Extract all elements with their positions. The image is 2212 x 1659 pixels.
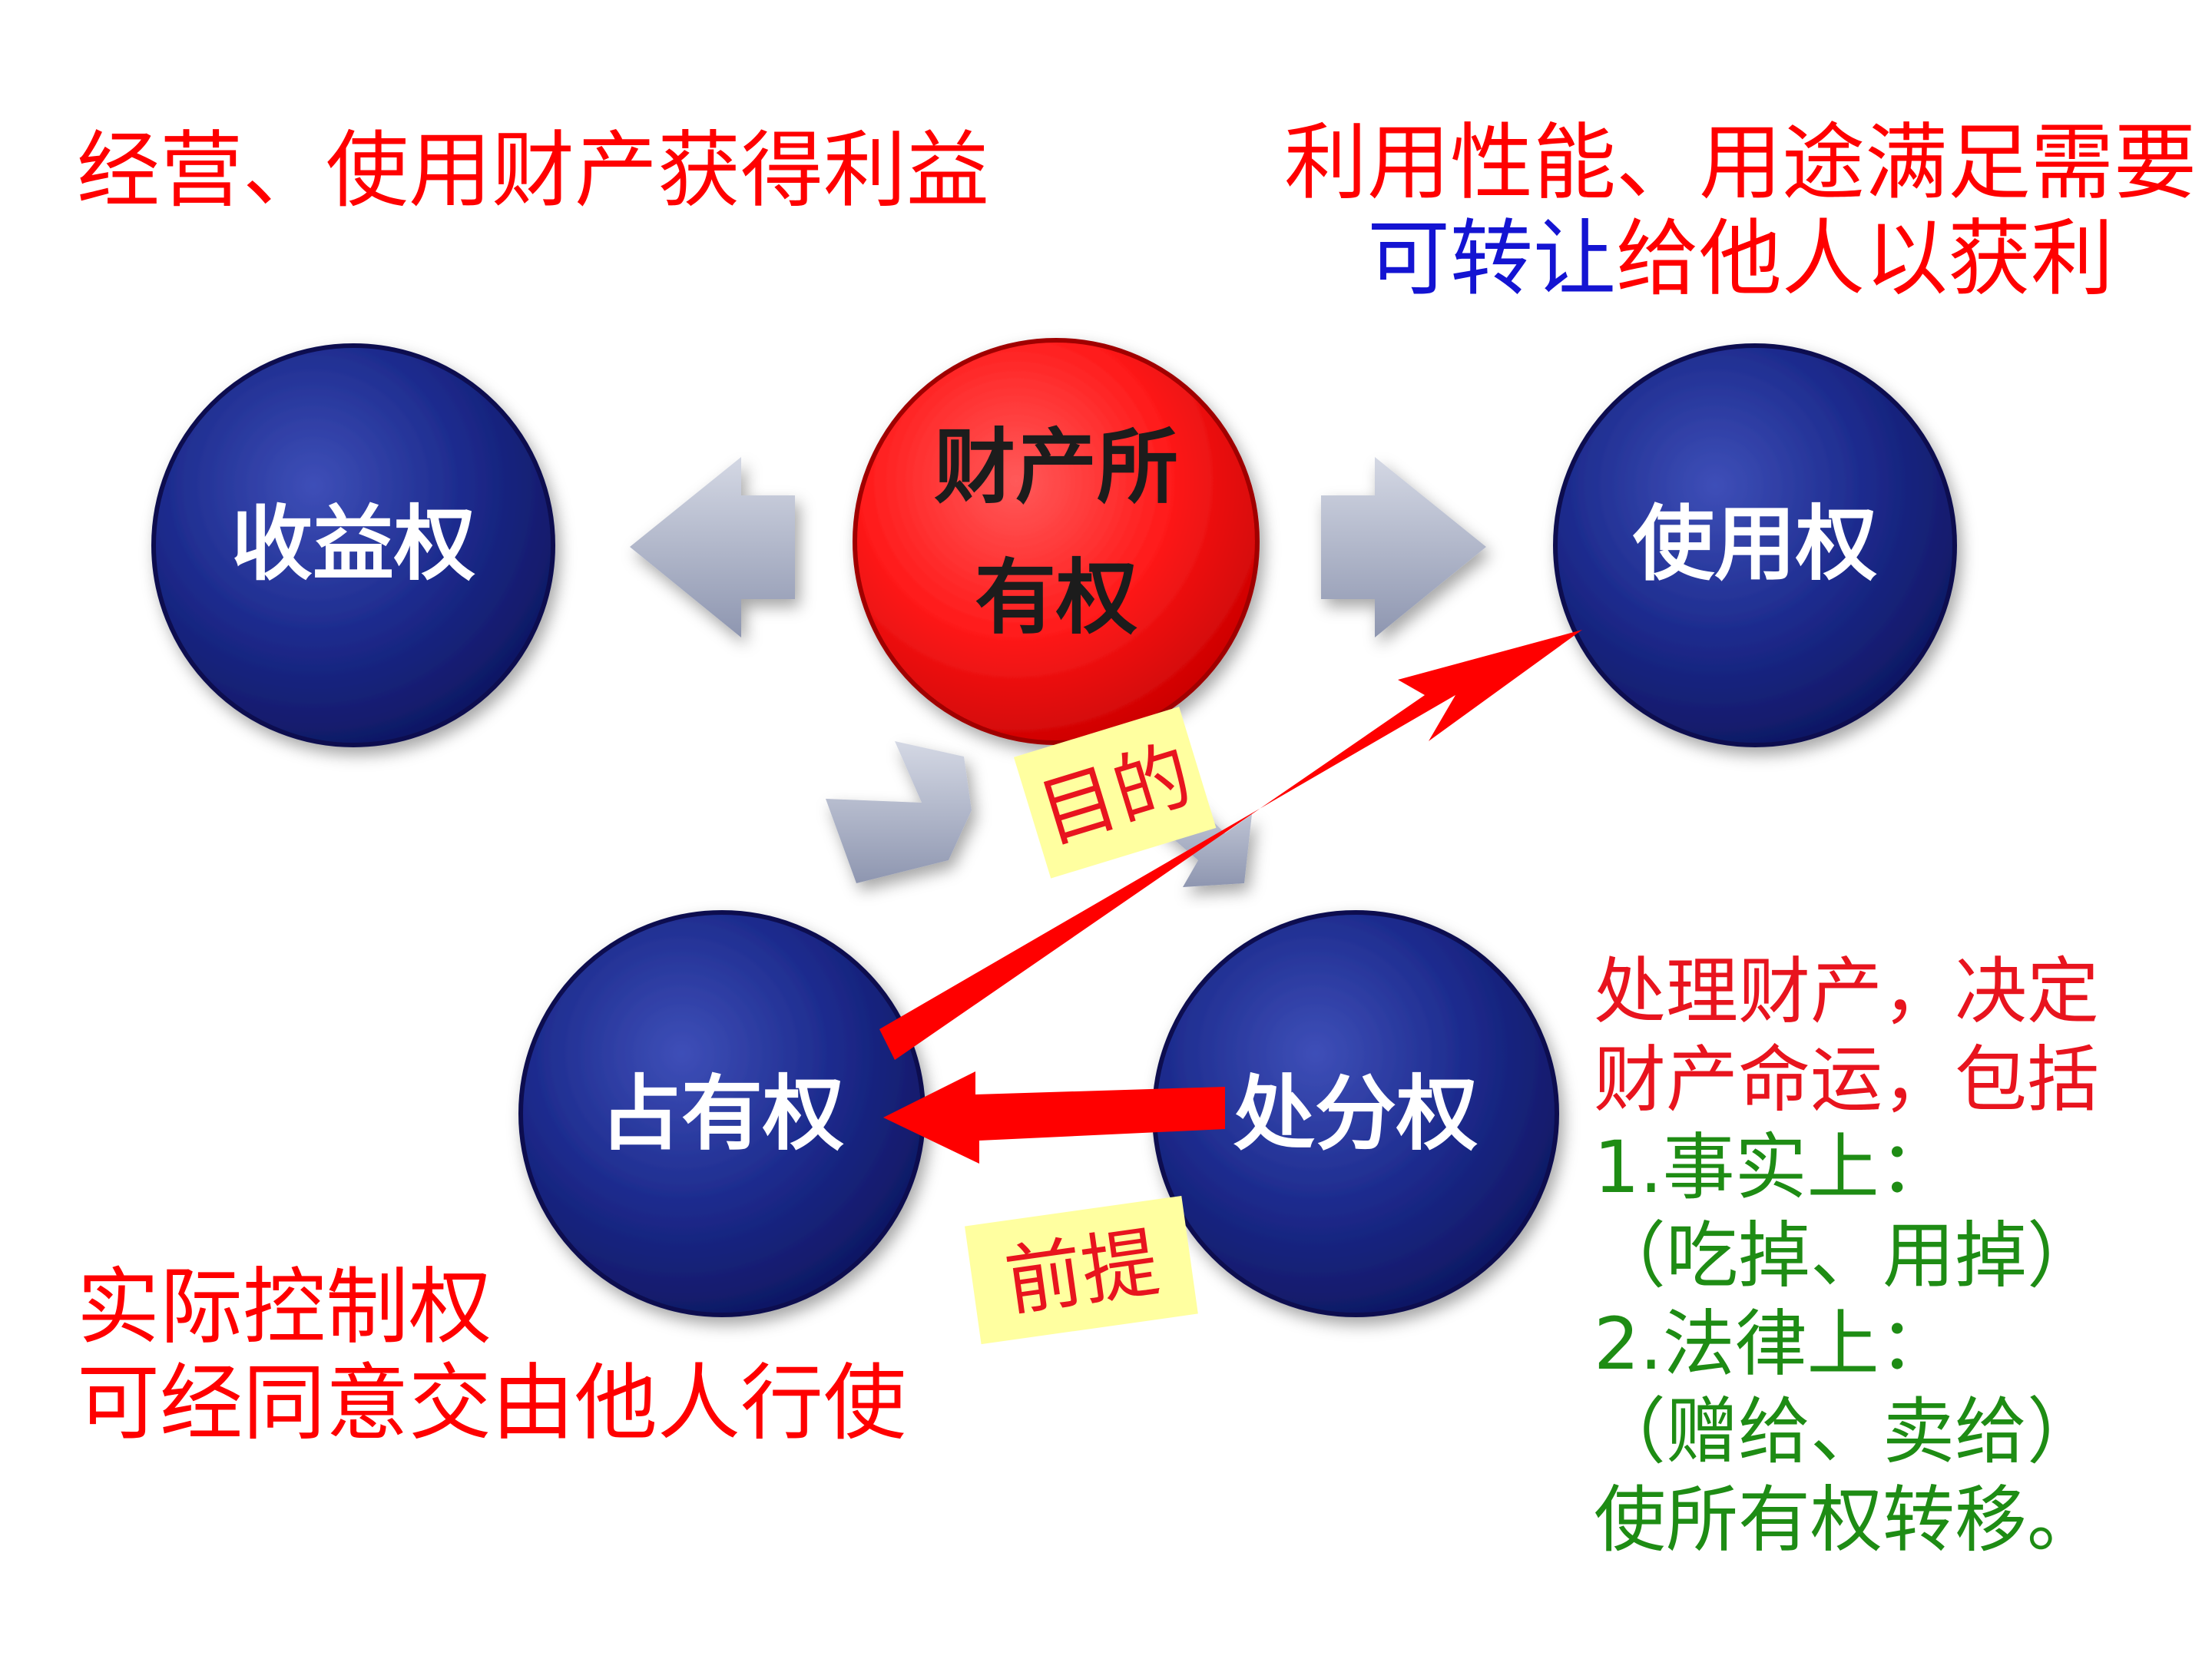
node-dispose-label: 处分权: [1233, 1067, 1478, 1161]
arrow-dispose-to-possess: [883, 1071, 1225, 1164]
node-possess-label: 占有权: [600, 1067, 844, 1161]
use-note-line2-blue: 可转让: [1366, 211, 1616, 308]
dispose-note-line1: 处理财产，决定: [1594, 950, 2100, 1034]
dispose-note-line7: 使所有权转移。: [1594, 1479, 2100, 1563]
dispose-note-line4: （吃掉、用掉）: [1594, 1214, 2100, 1299]
use-note-line1: 利用性能、用途满足需要: [1283, 115, 2197, 211]
possess-note-line1: 实际控制权: [77, 1260, 492, 1356]
tag-premise: 前提: [965, 1195, 1198, 1345]
possess-note: 实际控制权 可经同意交由他人行使: [77, 1260, 906, 1452]
use-note-line2: 可转让给他人以获利: [1284, 211, 2197, 307]
node-use-label: 使用权: [1633, 497, 1877, 591]
income-note: 经营、使用财产获得利益: [77, 123, 989, 219]
node-possess: 占有权: [518, 910, 926, 1317]
dispose-note-line5: 2.法律上：: [1594, 1302, 1952, 1386]
node-income: 收益权: [151, 343, 555, 747]
arrow-possess-to-use: [879, 630, 1582, 1060]
dispose-note-line2: 财产命运，包括: [1594, 1038, 2100, 1122]
tag-purpose: 目的: [1013, 707, 1217, 879]
dispose-note-line6: （赠给、卖给）: [1594, 1390, 2100, 1475]
use-note-line2-red: 给他人以获利: [1615, 211, 2114, 308]
arrow-center-to-use: [1321, 457, 1486, 637]
node-income-label: 收益权: [231, 497, 475, 591]
tag-premise-label: 前提: [1000, 1217, 1164, 1328]
node-center: 财产所 有权: [853, 338, 1260, 745]
use-note: 利用性能、用途满足需要 可转让给他人以获利: [1284, 115, 2197, 308]
arrow-center-to-possess: [826, 741, 972, 883]
node-center-label-line1: 财产所: [934, 420, 1178, 515]
node-dispose: 处分权: [1152, 910, 1559, 1317]
arrow-center-to-income: [630, 457, 795, 637]
node-use: 使用权: [1553, 343, 1957, 747]
possess-note-line2: 可经同意交由他人行使: [77, 1356, 907, 1452]
dispose-note: 处理财产，决定 财产命运，包括 1.事实上： （吃掉、用掉） 2.法律上： （赠…: [1594, 949, 2099, 1565]
income-note-text: 经营、使用财产获得利益: [77, 123, 990, 219]
dispose-note-line3: 1.事实上：: [1594, 1126, 1952, 1210]
node-center-label-line2: 有权: [975, 551, 1137, 645]
